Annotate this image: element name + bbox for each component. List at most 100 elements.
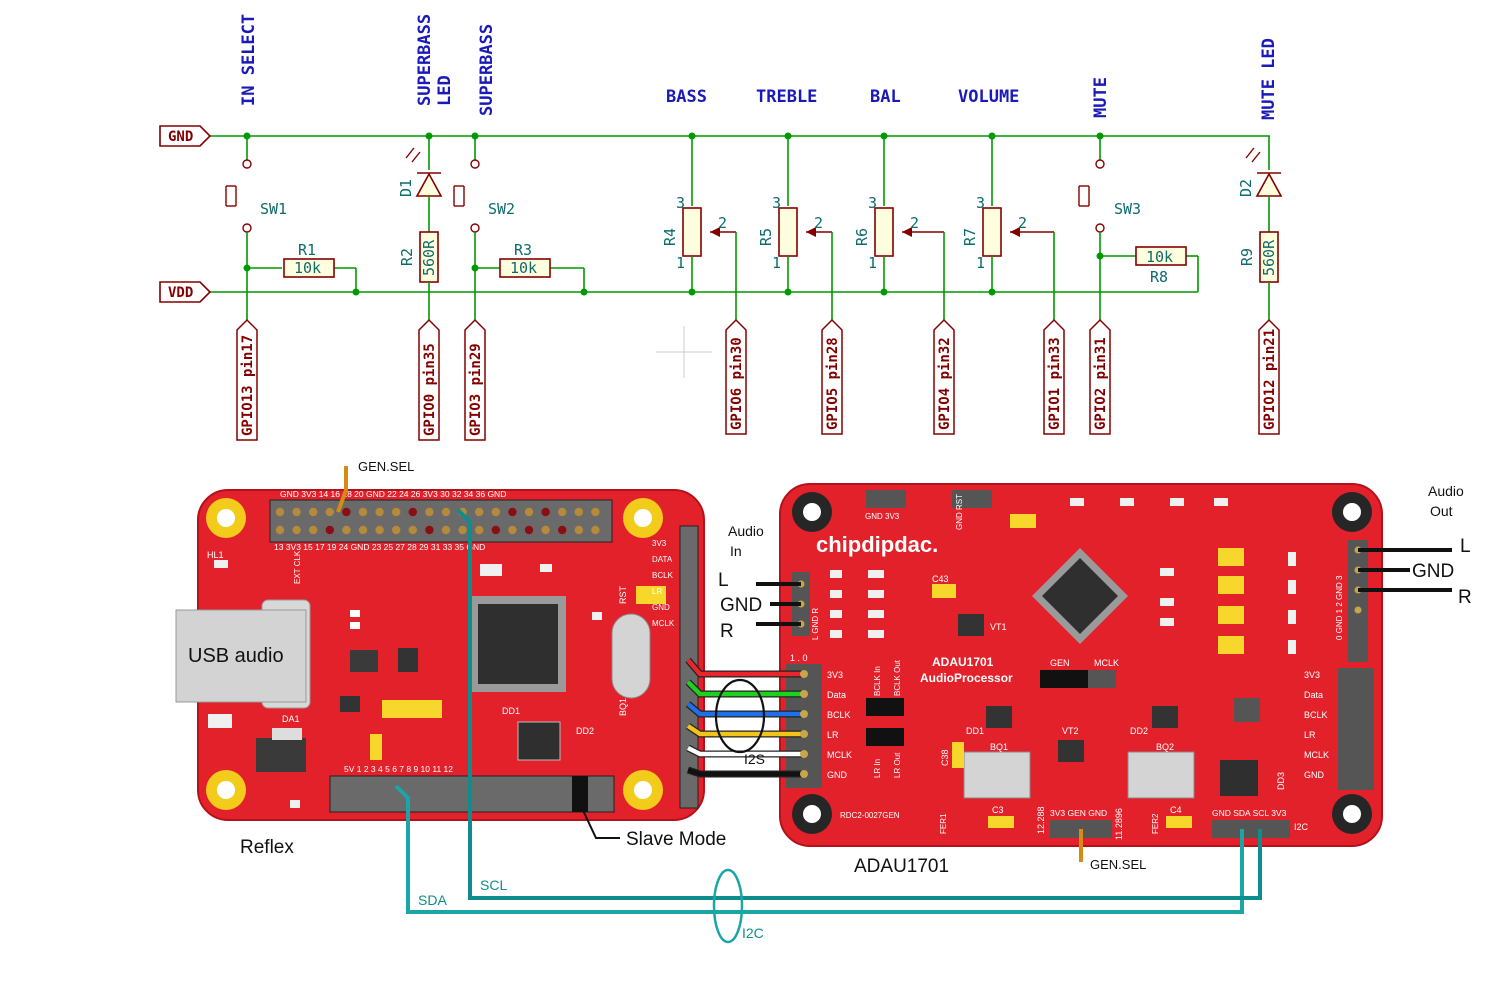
r5-pot: R5 2 3 1: [757, 136, 833, 320]
header-pin: [441, 507, 451, 517]
reflex-side-pin-label: 3V3: [652, 539, 667, 548]
adau-bq2-crystal: BQ2: [1127, 742, 1195, 799]
r7-pin3: 3: [976, 194, 985, 212]
r9-ref: R9: [1238, 248, 1256, 266]
r1-resistor: R1 10k: [283, 241, 335, 278]
r5-pin2: 2: [814, 214, 823, 232]
scl-wire: [456, 508, 1262, 900]
adau-mclk-label: MCLK: [1094, 658, 1119, 668]
reflex-hl1: HL1: [207, 550, 224, 560]
adau-bq1-label: BQ1: [990, 742, 1008, 752]
adau-left-i2s-header: 1 . 0: [786, 653, 822, 788]
adau-dd3-label: DD3: [1276, 772, 1286, 790]
r7-ref: R7: [961, 228, 979, 246]
reflex-header-top-labels: GND 3V3 14 16 18 20 GND 22 24 26 3V3 30 …: [280, 489, 506, 499]
gnd-net-flag: GND: [159, 125, 212, 147]
adau-audio-out-pin-labels: 0 GND 1 2 GND 3: [1335, 575, 1344, 640]
r8-value: 10k: [1146, 248, 1173, 266]
gpio5-flag: GPIO5 pin28: [821, 318, 843, 435]
adau-right-pin-label: Data: [1304, 690, 1323, 700]
adau-fer1-label: FER1: [939, 813, 948, 834]
r5-ref: R5: [757, 228, 775, 246]
adau-right-pin-label: LR: [1304, 730, 1316, 740]
adau-lr-out-label: LR Out: [893, 752, 902, 778]
d2-led: D2: [1237, 136, 1283, 232]
r3-value: 10k: [510, 259, 537, 277]
header-pin: [292, 507, 301, 517]
audio-in-label: Audio: [728, 523, 764, 539]
reflex-board: GND 3V3 14 16 18 20 GND 22 24 26 3V3 30 …: [175, 489, 705, 821]
label-superbass: SUPERBASS: [477, 24, 497, 116]
sw3-switch: SW3: [1078, 136, 1199, 320]
header-pin: [309, 525, 318, 535]
sw2-switch: SW2: [453, 136, 585, 320]
adau-right-pin-label: BCLK: [1304, 710, 1328, 720]
i2s-wire: [686, 745, 804, 757]
reflex-board-name: Reflex: [240, 837, 294, 858]
header-pin: [591, 525, 600, 535]
adau-dd2-label: DD2: [1130, 726, 1148, 736]
r4-pin3: 3: [676, 194, 685, 212]
header-pin: [392, 525, 401, 535]
adau-gensel-callout: GEN.SEL: [1079, 829, 1146, 872]
adau-header-01-label: 1 . 0: [790, 653, 808, 663]
adau-title-line2: AudioProcessor: [920, 671, 1013, 685]
header-pin: [408, 525, 417, 535]
header-pin: [325, 525, 334, 535]
adau-gen-label: GEN: [1050, 658, 1070, 668]
gpio1-flag: GPIO1 pin33: [1043, 318, 1065, 435]
adau-i2s-pin-label: LR: [827, 730, 839, 740]
gpio13-flag: GPIO13 pin17: [236, 318, 258, 441]
reflex-bq1-crystal: BQ1: [611, 613, 651, 716]
adau-right-pin-label: 3V3: [1304, 670, 1320, 680]
reflex-dd2-chip: DD2: [517, 721, 594, 761]
r5-pin1: 1: [772, 254, 781, 272]
gpio6-flag: GPIO6 pin30: [725, 318, 747, 435]
r3-resistor: R3 10k: [499, 241, 551, 278]
i2s-wire: [686, 724, 804, 737]
i2s-pin: [800, 710, 808, 718]
slave-mode-label: Slave Mode: [626, 829, 726, 850]
r7-pot: R7 2 3 1: [961, 136, 1055, 320]
sda-wire: [394, 784, 1244, 914]
gpio4-flag: GPIO4 pin32: [933, 318, 955, 435]
r2-resistor: 560R R2: [398, 231, 439, 320]
i2s-pin: [800, 750, 808, 758]
header-pin: [524, 507, 534, 517]
header-pin: [558, 525, 567, 535]
header-pin: [541, 507, 550, 517]
r1-value: 10k: [294, 259, 321, 277]
label-superbass-led: SUPERBASS: [415, 14, 435, 106]
adau-top-header1-label: GND 3V3: [865, 512, 900, 521]
r4-pin1: 1: [676, 254, 685, 272]
gpio1-label: GPIO1 pin33: [1047, 337, 1063, 430]
adau-fer2-label: FER2: [1151, 813, 1160, 834]
r1-ref: R1: [298, 241, 316, 259]
adau-right-header: [1338, 668, 1374, 790]
gpio2-flag: GPIO2 pin31: [1089, 318, 1111, 435]
audio-in-l: L: [718, 570, 729, 591]
sw1-switch: SW1: [225, 136, 357, 320]
header-pin: [591, 507, 600, 517]
r6-pin1: 1: [868, 254, 877, 272]
reflex-gensel-label: GEN.SEL: [358, 459, 414, 474]
adau-yellow-caps: [1010, 514, 1244, 654]
gpio12-label: GPIO12 pin21: [1262, 329, 1278, 430]
label-in-select: IN SELECT: [239, 14, 259, 106]
r4-pin2: 2: [718, 214, 727, 232]
header-pin: [342, 507, 351, 517]
header-pin: [358, 507, 368, 517]
audio-out-wires: Audio Out L GND R: [1358, 483, 1472, 608]
usb-audio-label: USB audio: [188, 645, 284, 667]
label-volume: VOLUME: [958, 87, 1019, 107]
adau-i2s-pin-label: 3V3: [827, 670, 843, 680]
adau-bq1-crystal: BQ1: [963, 742, 1031, 799]
header-pin: [292, 525, 301, 535]
adau-i2s-pin-label: Data: [827, 690, 846, 700]
scl-label: SCL: [480, 877, 507, 893]
header-pin: [524, 525, 534, 535]
gpio13-label: GPIO13 pin17: [240, 335, 256, 436]
adau-gensel-label: GEN.SEL: [1090, 857, 1146, 872]
audio-in-gnd: GND: [720, 595, 762, 616]
